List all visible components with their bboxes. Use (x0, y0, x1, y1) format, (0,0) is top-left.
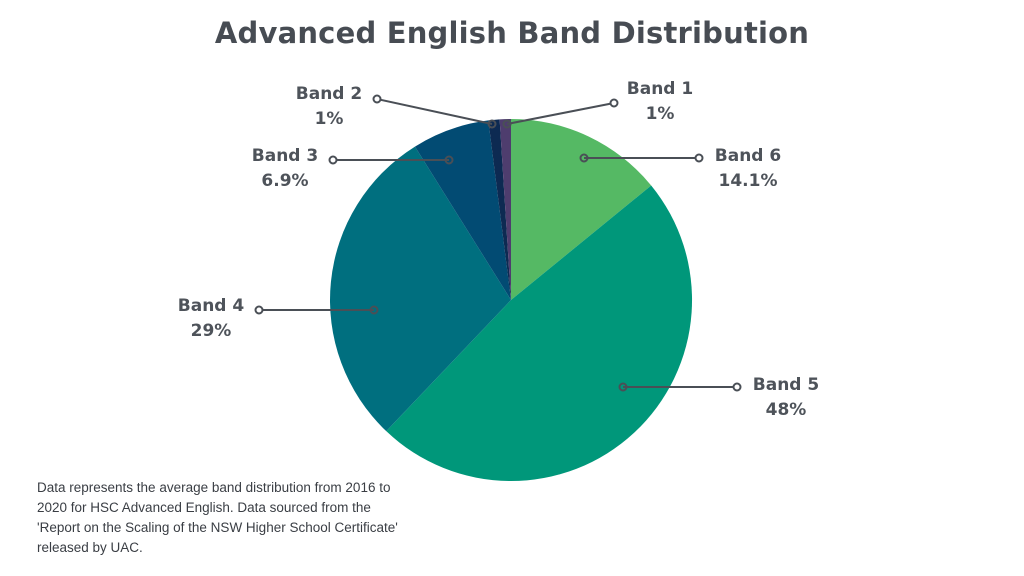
pie-slice-band-1 (499, 119, 511, 300)
label-band-2: Band 2 1% (287, 82, 371, 132)
label-band-4-value: 29% (190, 321, 232, 341)
label-band-1-name: Band 1 (626, 79, 694, 99)
label-band-6: Band 6 14.1% (706, 144, 790, 194)
label-band-2-value: 1% (314, 109, 344, 129)
label-band-3-value: 6.9% (261, 171, 309, 191)
label-band-3: Band 3 6.9% (243, 144, 327, 194)
pie-slice-band-4 (330, 146, 511, 432)
label-band-3-name: Band 3 (251, 146, 319, 166)
leader-lines (254, 94, 742, 392)
label-band-5-value: 48% (765, 400, 807, 420)
label-band-1-value: 1% (645, 104, 675, 124)
label-band-4-name: Band 4 (177, 296, 245, 316)
pie-slices (330, 119, 693, 482)
label-band-5-name: Band 5 (752, 375, 820, 395)
chart-title: Advanced English Band Distribution (214, 16, 810, 50)
label-band-4: Band 4 29% (169, 294, 253, 344)
pie-slice-band-2 (488, 119, 511, 300)
pie-slice-band-6 (511, 119, 652, 300)
label-band-2-name: Band 2 (295, 84, 363, 104)
label-band-5: Band 5 48% (744, 373, 828, 423)
label-band-6-name: Band 6 (714, 146, 782, 166)
label-band-6-value: 14.1% (718, 171, 778, 191)
pie-slice-band-5 (386, 185, 693, 482)
label-band-1: Band 1 1% (618, 77, 702, 127)
source-note: Data represents the average band distrib… (37, 480, 398, 555)
pie-slice-band-3 (414, 120, 511, 301)
